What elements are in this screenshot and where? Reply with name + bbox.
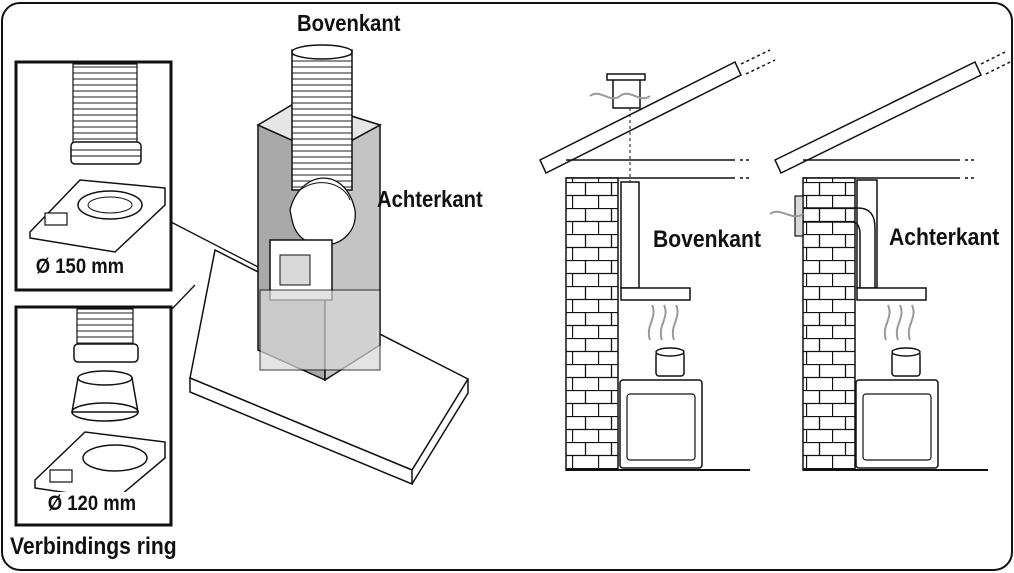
- label-rear-outlet: Achterkant: [377, 186, 483, 212]
- install-scene-rear: [769, 51, 1011, 471]
- caption-connection-ring: Verbindings ring: [10, 533, 177, 560]
- inset-120mm: [14, 305, 173, 527]
- inset-150mm: [14, 60, 173, 292]
- label-diameter-150: Ø 150 mm: [34, 255, 126, 279]
- label-rear-outlet-install: Achterkant: [889, 224, 1000, 251]
- chimney-hood-illustration: [170, 44, 470, 486]
- label-top-outlet: Bovenkant: [297, 10, 401, 36]
- install-scene-top: [539, 49, 776, 471]
- label-top-outlet-install: Bovenkant: [653, 226, 761, 253]
- label-diameter-120: Ø 120 mm: [46, 492, 138, 516]
